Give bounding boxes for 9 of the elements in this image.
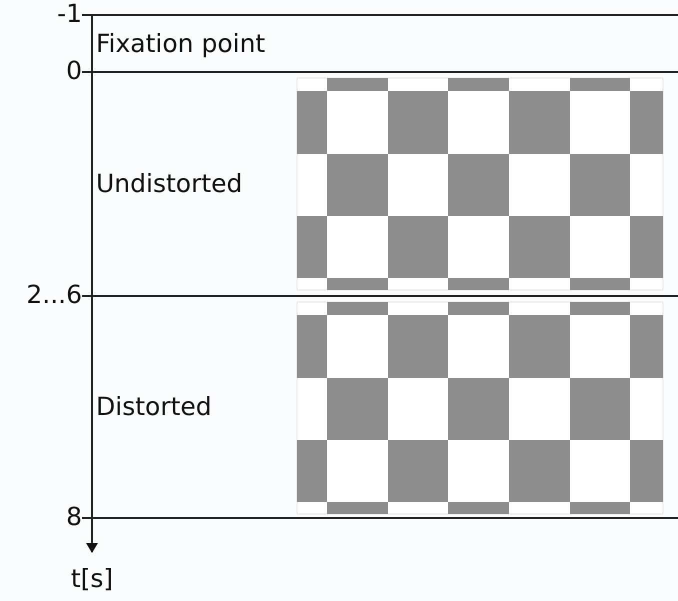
- time-band: [92, 295, 678, 519]
- tick-label: 0: [66, 58, 82, 83]
- tick-label: -1: [57, 1, 82, 26]
- band-label: Fixation point: [96, 28, 266, 60]
- tick-label: 8: [66, 504, 82, 529]
- band-label: Undistorted: [96, 168, 242, 200]
- band-label: Distorted: [96, 391, 212, 423]
- axis-label: t[s]: [70, 566, 114, 591]
- tick-label: 2...6: [26, 282, 82, 307]
